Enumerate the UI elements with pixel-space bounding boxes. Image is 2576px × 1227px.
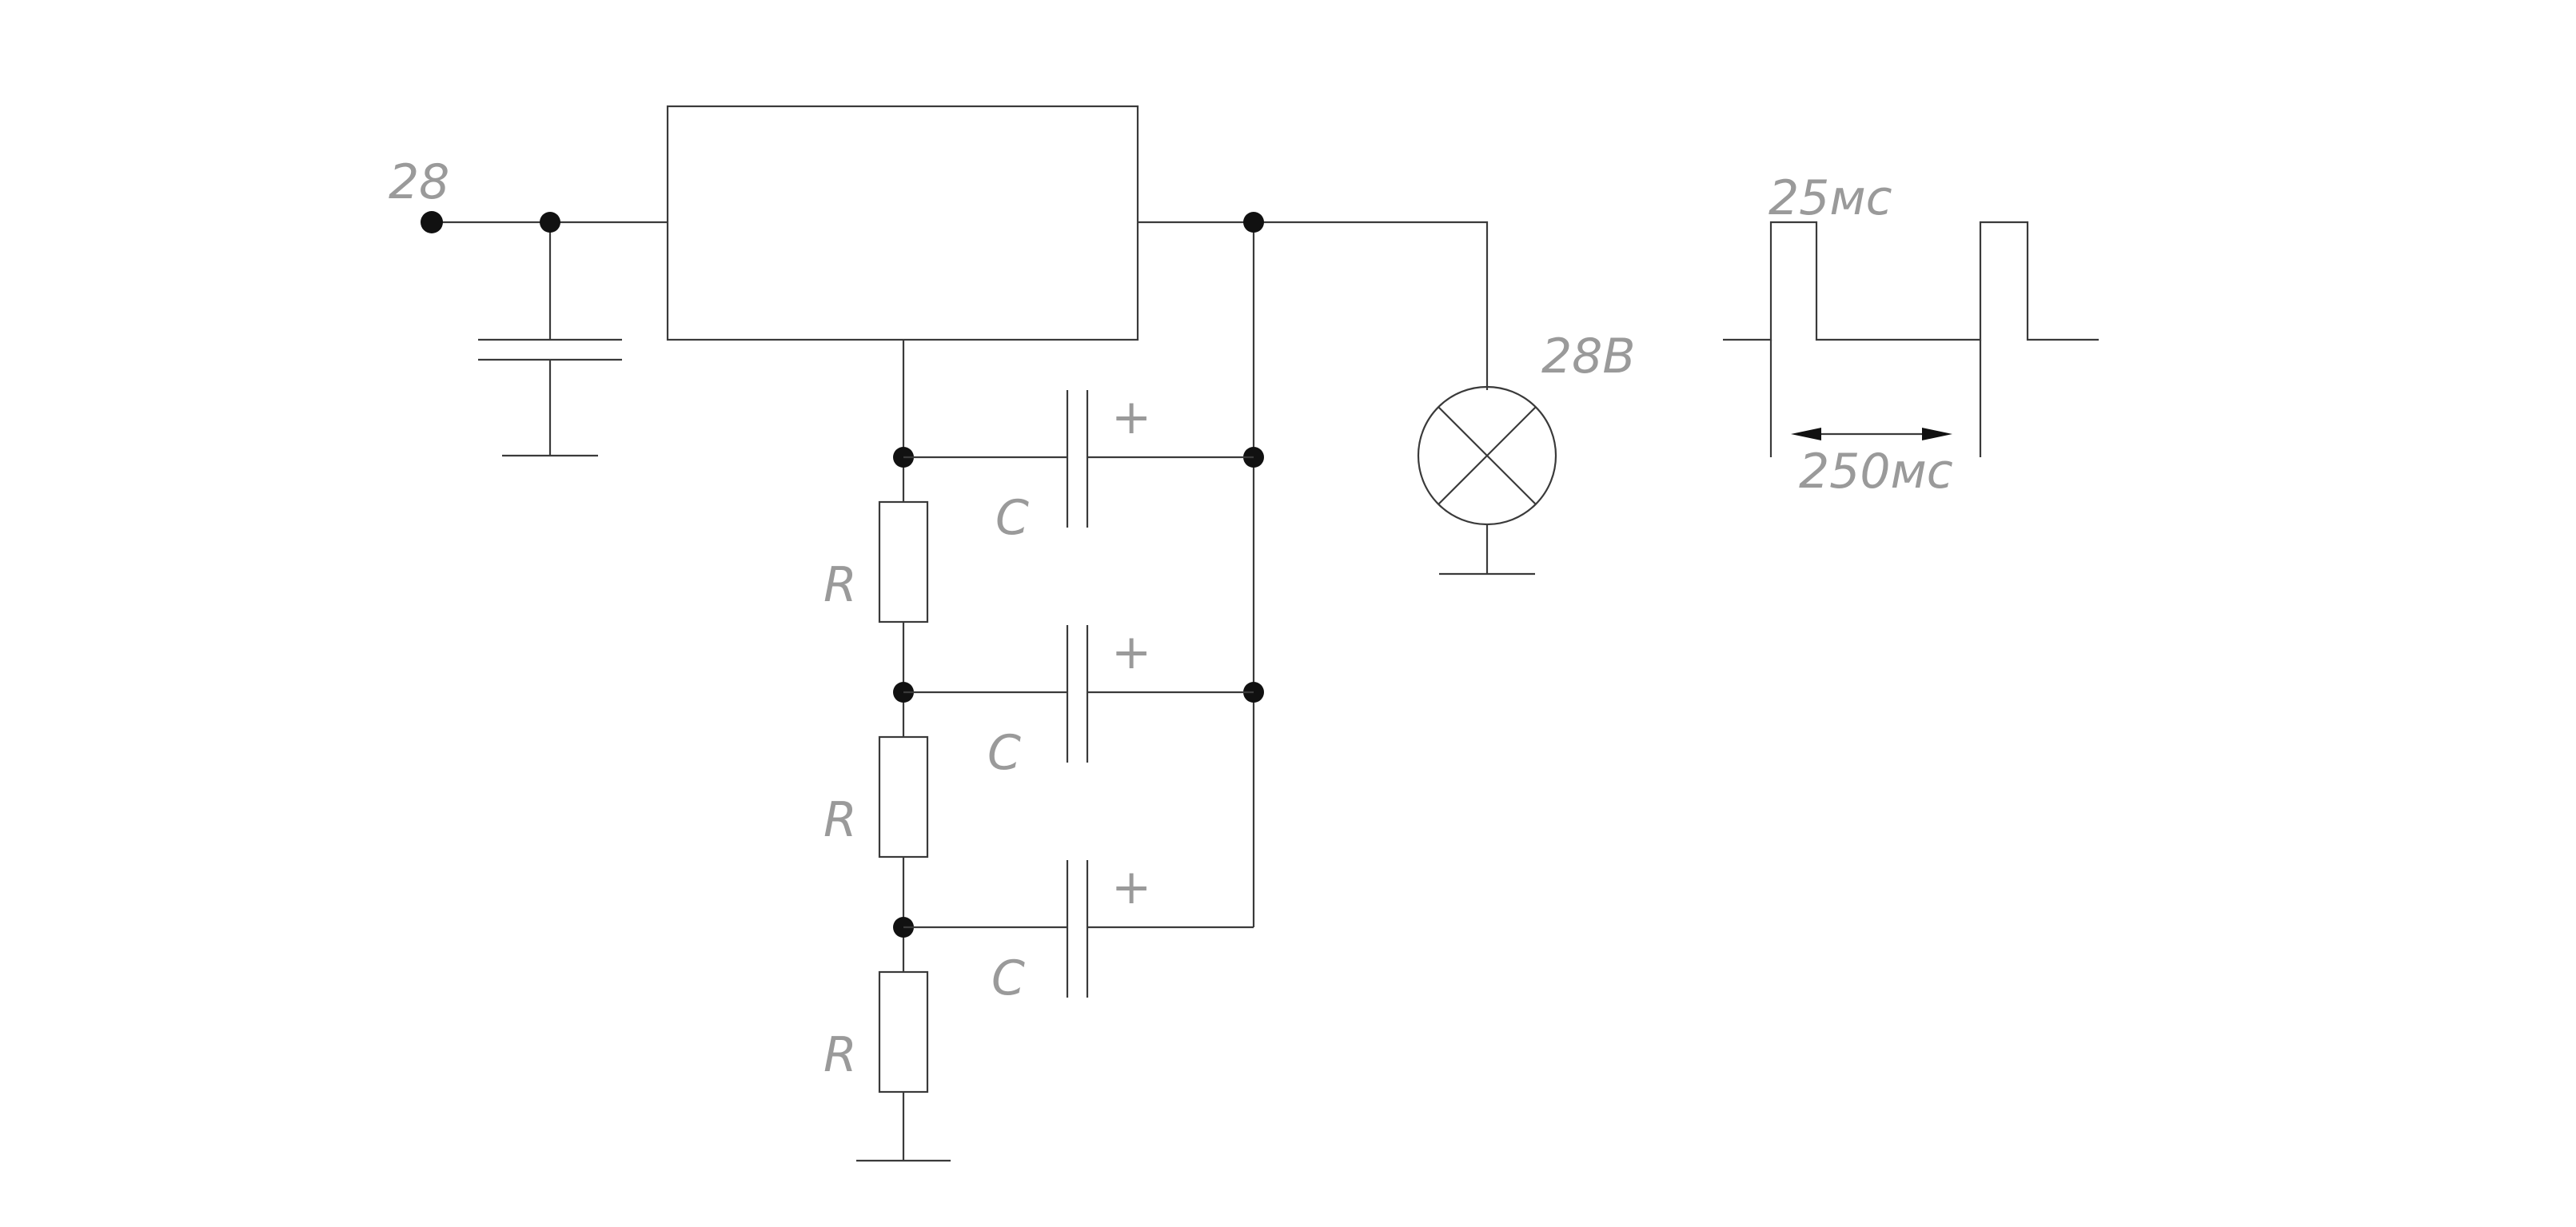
period-arrow-right-head	[1922, 428, 1952, 440]
capacitor-3-label: C	[991, 950, 1025, 1006]
pulse-timing-diagram: 25мс 250мс	[1723, 170, 2099, 500]
capacitor-2-label: C	[987, 725, 1021, 781]
capacitor-2: + C	[903, 624, 1254, 781]
capacitor-1: + C	[903, 389, 1254, 546]
input-junction	[540, 212, 560, 233]
capacitor-2-plus: +	[1111, 624, 1151, 680]
capacitor-1-label: C	[995, 490, 1029, 546]
capacitor-3: + C	[903, 859, 1254, 1006]
pulse-width-label: 25мс	[1769, 170, 1892, 226]
input-section: 28	[389, 154, 668, 457]
control-block	[666, 105, 1139, 341]
resistor-3-label: R	[823, 1027, 857, 1083]
period-arrow-left-head	[1791, 428, 1821, 440]
pulse-period-label: 250мс	[1799, 444, 1953, 500]
resistor-1-label: R	[823, 557, 857, 613]
resistor-2	[878, 735, 929, 859]
rail-junction-top	[1243, 212, 1264, 233]
resistor-3	[878, 970, 929, 1094]
resistor-1	[878, 500, 929, 623]
lamp-cross-b	[1438, 406, 1537, 505]
capacitor-3-plus: +	[1111, 859, 1151, 915]
output-section: 28В	[1138, 221, 1636, 576]
capacitor-1-plus: +	[1111, 389, 1151, 445]
output-wire	[1138, 221, 1489, 390]
lamp-voltage-label: 28В	[1541, 329, 1636, 384]
input-terminal	[421, 211, 443, 233]
pulse-waveform	[1723, 221, 2099, 341]
input-voltage-label: 28	[389, 154, 449, 210]
resistor-2-label: R	[823, 792, 857, 848]
